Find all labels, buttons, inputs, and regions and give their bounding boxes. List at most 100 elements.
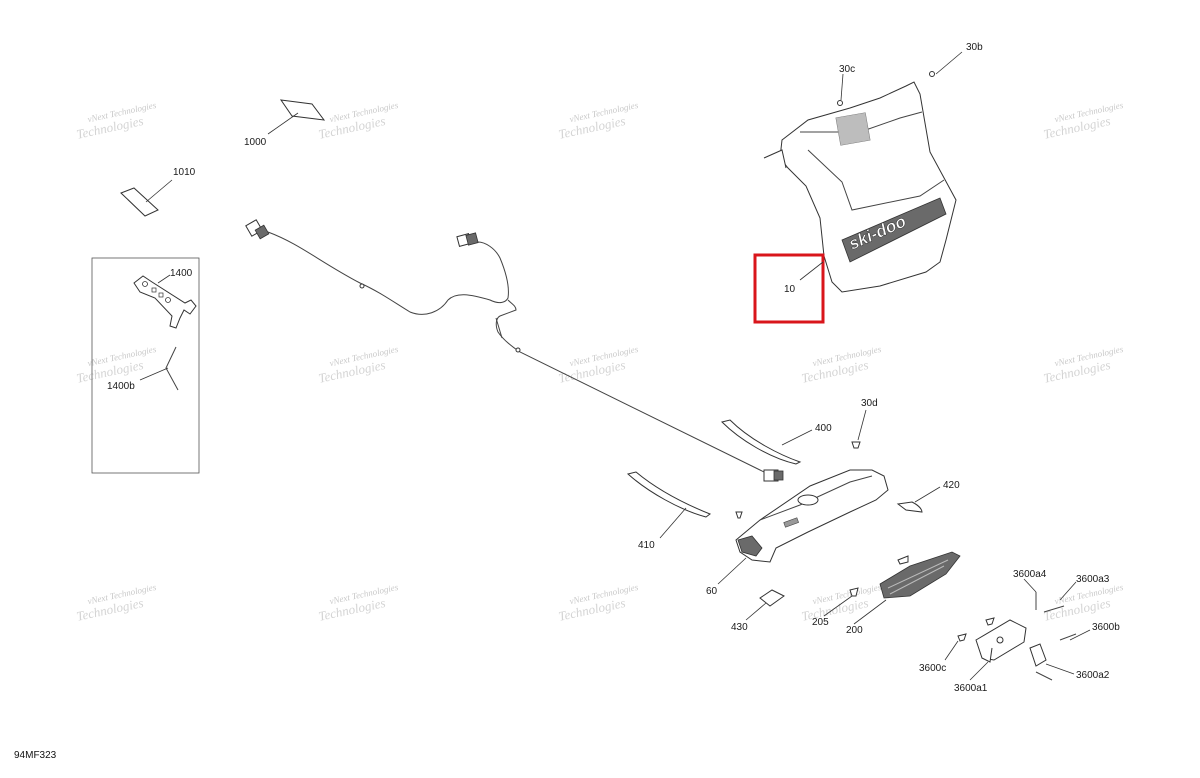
leader-3600a3 [1059,581,1077,601]
leader-3600a1 [969,661,989,681]
harness-connector-mid-plug [465,232,479,246]
flap-logo-plate [841,197,947,263]
part-3600-bracket[interactable]: 3600a4 3600a3 3600b 3600c 3600a1 3600a2 [919,569,1120,694]
leader-3600a2 [1045,663,1075,675]
leader-410 [659,507,687,539]
harness-cable-lower [495,299,769,475]
housing-tip [737,535,763,557]
housing-light [797,494,819,506]
bracket-bolt-3600a2 [1035,671,1053,681]
part-30d[interactable]: 30d [851,398,878,449]
label-1400: 1400 [170,268,193,279]
harness-connector-end-plug [773,470,784,481]
watermark: vNext Technologies Technologies [75,344,158,386]
part-60-tail-housing[interactable]: 60 [706,469,889,597]
label-420: 420 [943,480,960,491]
bracket-lip [981,647,993,663]
bracket-bolt-3600b [1059,633,1077,641]
flap-body [779,81,957,293]
flap-fastener-30c [837,100,843,106]
tool-kit-frame [91,257,200,474]
leader-430 [745,602,767,621]
housing-screw [735,511,743,519]
label-3600a3: 3600a3 [1076,574,1110,585]
harness-cable-upper [267,231,509,315]
leader-3600a4 [1023,578,1037,593]
watermark: vNext Technologies Technologies [75,582,158,624]
watermark: vNext Technologies Technologies [1042,100,1125,142]
watermark: vNext Technologies Technologies [317,100,400,142]
part-410[interactable]: 410 [626,471,712,551]
leader-30c [840,73,844,101]
part-200-reflector[interactable]: 200 [846,551,961,636]
flap-fastener-30b [929,71,935,77]
watermark: vNext Technologies Technologies [800,344,883,386]
housing-top-line [759,475,873,521]
harness-clip [515,347,521,353]
bracket-screw [985,617,995,626]
flap-grille [835,112,871,146]
part-420[interactable]: 420 [896,480,960,513]
part-205[interactable]: 205 [812,587,859,628]
watermark: vNext Technologies Technologies [317,344,400,386]
bracket-bolt-3600a3 [1043,605,1065,613]
leader-1000 [267,112,299,135]
label-410: 410 [638,540,655,551]
leader-400 [781,429,813,446]
strip-420 [896,501,923,513]
part-430[interactable]: 430 [731,589,785,633]
part-1000[interactable]: 1000 [244,99,326,148]
label-3600a2: 3600a2 [1076,670,1110,681]
decal-1010-shape [120,187,159,217]
housing-vent [783,517,799,528]
part-400[interactable]: 400 [721,419,832,465]
reflector-screw [897,555,909,565]
part-10-rear-flap[interactable]: ski-doo [763,71,957,293]
watermark: vNext Technologies Technologies [75,100,158,142]
diagram-code: 94MF323 [14,750,57,761]
leader-3600c [944,640,959,661]
leader-10 [799,261,824,281]
flap-ridge [800,111,923,133]
label-3600b: 3600b [1092,622,1120,633]
leader-420 [914,486,941,503]
wiring-harness[interactable] [245,219,784,482]
plate-430 [759,589,785,607]
leader-30b [935,51,963,75]
label-60: 60 [706,586,718,597]
leader-200 [853,599,887,625]
harness-clip [359,283,365,289]
strip-400 [721,419,802,465]
watermark: vNext Technologies Technologies [1042,344,1125,386]
hex-key-1400b [165,346,179,391]
flap-panel-line [807,149,945,211]
label-205: 205 [812,617,829,628]
label-30b: 30b [966,42,983,53]
part-1010[interactable]: 1010 [120,167,196,217]
screw-30d [851,441,861,449]
leader-1010 [145,179,173,203]
watermark: vNext Technologies Technologies [317,582,400,624]
label-30c: 30c [839,64,855,75]
watermark: vNext Technologies Technologies [557,344,640,386]
bracket-clip [1029,643,1047,667]
watermark: vNext Technologies Technologies [557,100,640,142]
highlight-box[interactable] [753,253,825,324]
leader-3600b [1069,629,1091,641]
reflector-ridge [889,565,945,595]
harness-branch [495,317,503,339]
bracket-screw-3600c [957,633,967,642]
leader-1400 [157,274,171,284]
watermark: vNext Technologies Technologies [557,582,640,624]
label-3600a1: 3600a1 [954,683,988,694]
harness-connector-left-plug [254,224,270,240]
leader-30d [857,409,867,441]
decal-1000-shape [279,99,326,121]
label-3600a4: 3600a4 [1013,569,1047,580]
watermark: vNext Technologies Technologies [1042,582,1125,624]
tool-kit-box[interactable]: 1400 1400b [91,257,200,474]
leader-60 [717,557,747,585]
reflector-ridge [887,559,949,589]
label-3600c: 3600c [919,663,946,674]
